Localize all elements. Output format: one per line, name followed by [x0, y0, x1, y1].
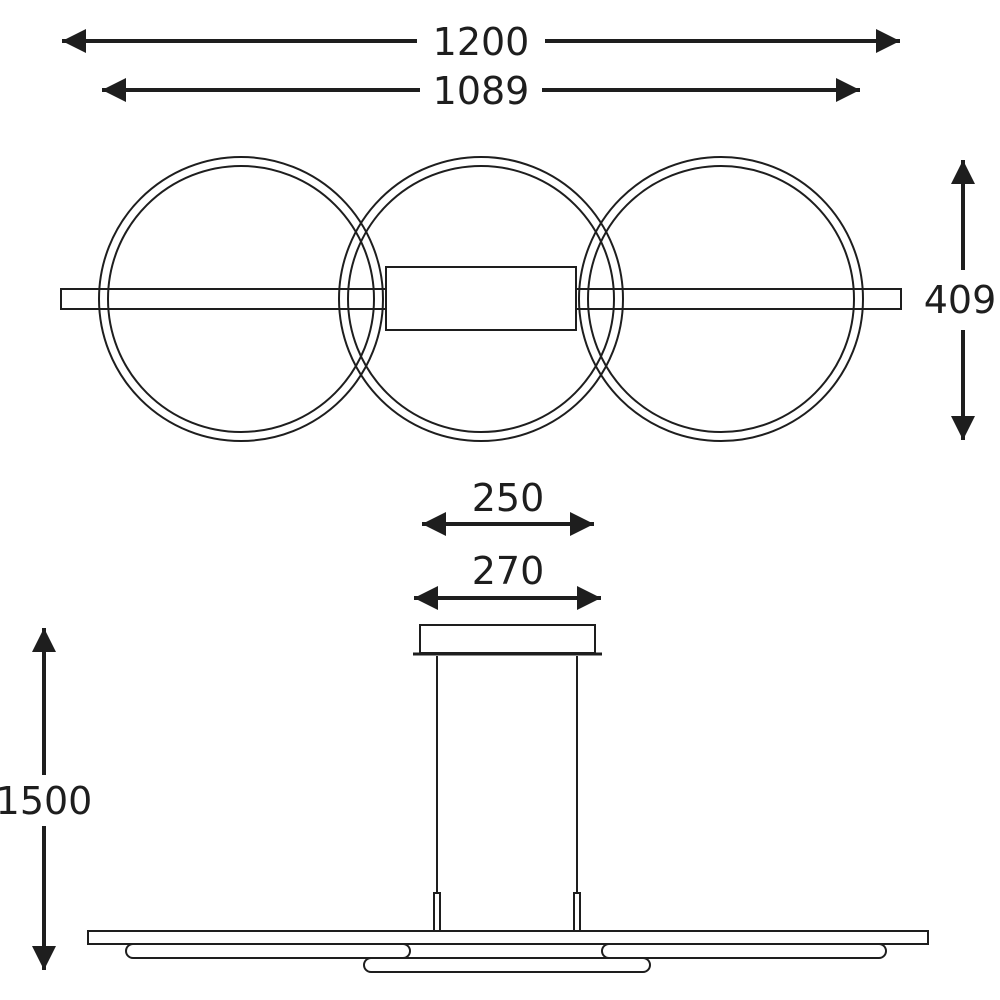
dimension-label-overall-width: 1200: [433, 20, 530, 64]
ceiling-canopy: [419, 624, 596, 654]
dimension-label-canopy-top: 250: [472, 476, 545, 520]
dimension-overall-width: 1200: [62, 20, 900, 64]
wire-clamp-right: [573, 892, 581, 932]
ring-center-outer: [338, 156, 624, 442]
lamp-bar-side: [87, 930, 929, 945]
top-view: [60, 156, 902, 442]
ring-edge-right: [601, 943, 887, 959]
dimension-canopy-bottom: 270: [414, 549, 601, 610]
side-view: [87, 624, 929, 973]
dimension-label-ring-span: 1089: [433, 69, 530, 113]
dimension-suspension-length: 1500: [0, 628, 92, 970]
center-housing: [385, 266, 577, 331]
ring-left-inner: [107, 165, 375, 433]
dimension-ring-span: 1089: [102, 69, 860, 113]
dimension-canopy-top: 250: [422, 476, 594, 536]
ring-left-outer: [98, 156, 384, 442]
ring-center-inner: [347, 165, 615, 433]
dimension-label-height: 409: [924, 278, 997, 322]
ring-edge-left: [125, 943, 411, 959]
dimension-label-suspension-length: 1500: [0, 779, 92, 823]
ring-edge-center: [363, 957, 651, 973]
wire-clamp-left: [433, 892, 441, 932]
ring-right-outer: [578, 156, 864, 442]
dimension-height: 409: [924, 160, 997, 440]
ring-right-inner: [587, 165, 855, 433]
dimension-label-canopy-bottom: 270: [472, 549, 545, 593]
